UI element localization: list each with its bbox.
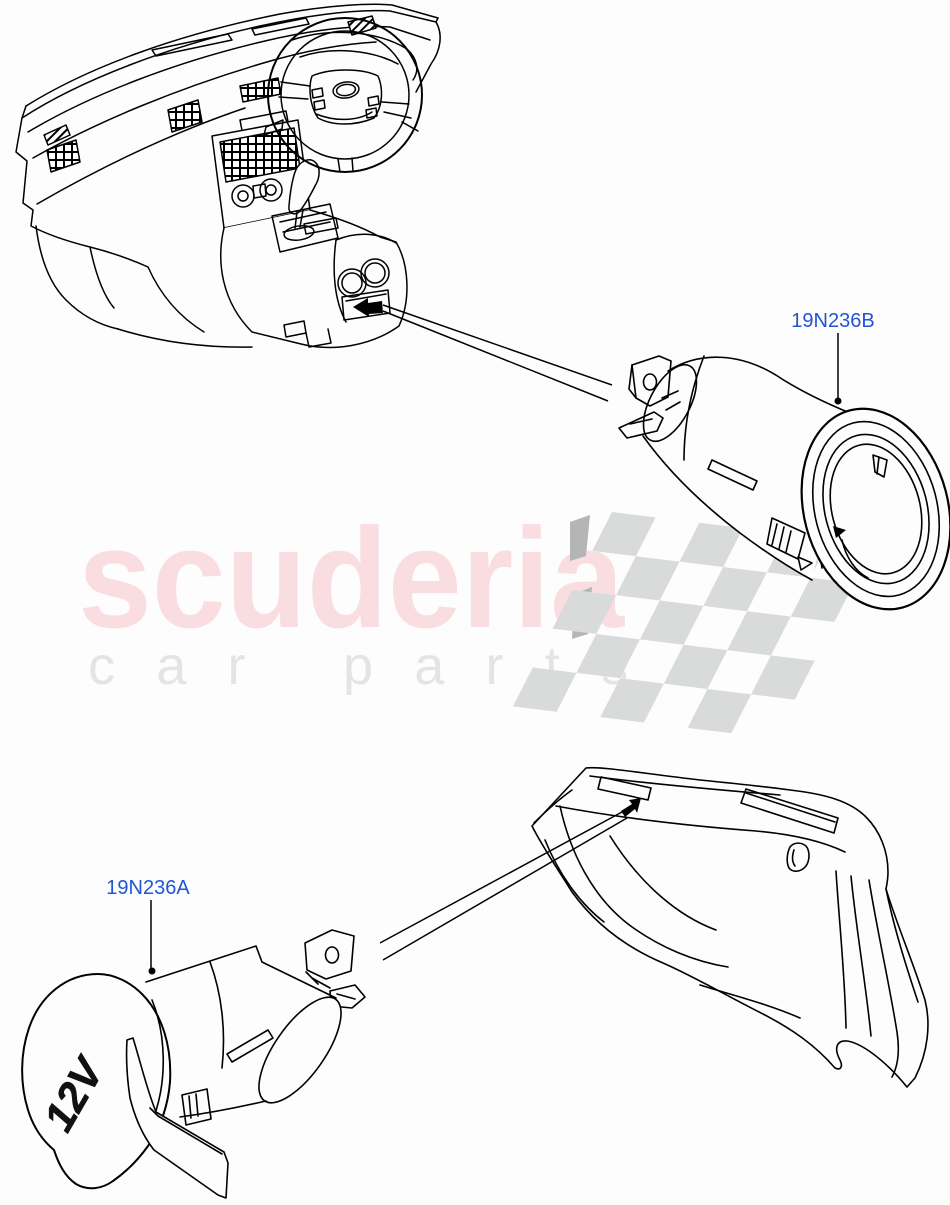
socket-body: [642, 355, 851, 581]
leader-line-socket-to-panel: [379, 811, 628, 961]
power-socket-rear-illustration: [618, 355, 950, 611]
dashboard-top-edge: [25, 3, 439, 107]
console-socket-arrow-icon: [353, 298, 383, 317]
part-label-19N236A[interactable]: 19N236A: [106, 877, 190, 899]
brand-oval-badge: [332, 81, 360, 99]
socket-cap-12v: 12V: [21, 973, 172, 1190]
cap-pull-tab: [125, 1037, 229, 1199]
socket-body: [145, 945, 342, 1126]
callout-dot: [148, 967, 156, 975]
part-callout-socket-rear: 19N236B: [791, 310, 875, 405]
dashboard-console-illustration: [15, 3, 441, 349]
tie-down-hook: [786, 842, 810, 872]
terminal-bracket: [304, 929, 355, 980]
luggage-trim-panel-illustration: [531, 766, 929, 1088]
gear-shifter: [271, 159, 339, 253]
part-label-19N236B[interactable]: 19N236B: [791, 310, 874, 332]
steering-wheel: [263, 17, 423, 173]
centre-speaker-grille: [239, 77, 282, 103]
glovebox-panel: [15, 117, 149, 268]
watermark-brand-text: scuderia: [78, 499, 625, 658]
bezel-key-tab: [872, 454, 888, 478]
centre-stack: [211, 110, 311, 229]
spade-terminal: [618, 411, 664, 439]
centre-console: [220, 159, 408, 349]
panel-slot: [740, 788, 839, 834]
air-vent-grille: [46, 139, 81, 173]
locating-slot: [707, 459, 758, 491]
callout-dot: [834, 397, 842, 405]
socket-aperture-slot: [597, 776, 652, 801]
retaining-clip-window: [766, 517, 813, 571]
part-callout-socket-front: 19N236A: [106, 877, 190, 975]
air-vent-grille: [167, 99, 203, 133]
panel-outline: [531, 766, 929, 1088]
air-vent-icon: [43, 124, 71, 146]
power-socket-front-illustration: 12V: [21, 929, 366, 1199]
terminal-bracket: [628, 355, 672, 407]
console-rear-vent: [360, 258, 390, 288]
retaining-clip-window: [181, 1088, 212, 1126]
panel-socket-arrow-icon: [621, 798, 641, 817]
column-stalk: [263, 119, 284, 136]
locating-slot: [226, 1029, 274, 1063]
leader-line-console-to-socket: [382, 304, 613, 402]
socket-bezel-rings: [800, 407, 950, 611]
